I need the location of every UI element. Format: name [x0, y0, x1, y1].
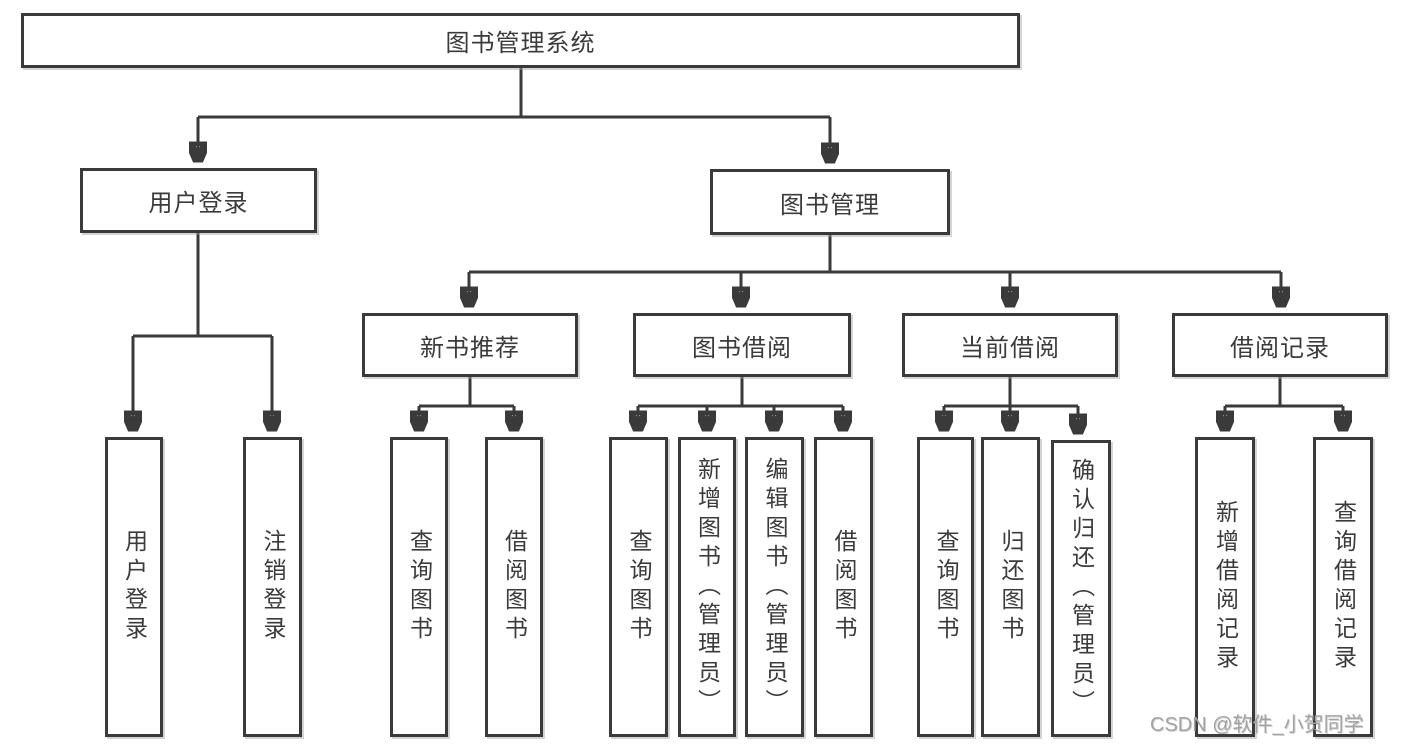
node-user-login: 用户登录 [80, 168, 317, 233]
leaf-return-books: 归还图书 [981, 437, 1040, 737]
leaf-add-borrow-record: 新增借阅记录 [1195, 437, 1255, 737]
leaf-label: 确认归还（管理员） [1068, 458, 1095, 719]
node-label: 当前借阅 [960, 334, 1060, 362]
leaf-label: 注销登录 [260, 529, 286, 645]
node-label: 图书管理 [780, 191, 880, 219]
leaf-label: 查询图书 [406, 529, 433, 645]
node-book-borrowing: 图书借阅 [633, 313, 851, 377]
leaf-confirm-return-admin: 确认归还（管理员） [1051, 440, 1111, 737]
node-root-label: 图书管理系统 [445, 30, 596, 57]
node-label: 图书借阅 [692, 334, 792, 362]
node-current-borrowing: 当前借阅 [902, 313, 1118, 377]
leaf-borrow-books-recommend: 借阅图书 [485, 437, 543, 737]
leaf-user-login: 用户登录 [105, 437, 163, 737]
leaf-add-book-admin: 新增图书（管理员） [678, 437, 736, 737]
leaf-query-books-current: 查询图书 [917, 437, 974, 737]
leaf-label: 用户登录 [121, 529, 148, 645]
leaf-label: 借阅图书 [501, 529, 528, 645]
node-label: 借阅记录 [1230, 334, 1330, 362]
node-book-management: 图书管理 [710, 169, 950, 235]
leaf-label: 新增借阅记录 [1212, 500, 1239, 674]
leaf-query-books-borrow: 查询图书 [609, 437, 668, 737]
node-new-book-recommend: 新书推荐 [362, 313, 578, 377]
csdn-watermark: CSDN @软件_小贺同学 [1150, 714, 1364, 736]
leaf-label: 归还图书 [998, 529, 1024, 645]
node-root-system: 图书管理系统 [21, 13, 1020, 68]
node-label: 新书推荐 [420, 334, 520, 362]
leaf-label: 查询图书 [626, 529, 652, 645]
leaf-edit-book-admin: 编辑图书（管理员） [745, 437, 804, 737]
node-borrowing-records: 借阅记录 [1172, 313, 1388, 377]
leaf-borrow-books: 借阅图书 [814, 437, 873, 737]
leaf-label: 新增图书（管理员） [694, 456, 721, 718]
node-label: 用户登录 [148, 190, 249, 217]
leaf-label: 借阅图书 [831, 529, 857, 645]
leaf-label: 查询图书 [933, 529, 959, 645]
leaf-label: 查询借阅记录 [1330, 500, 1357, 674]
leaf-label: 编辑图书（管理员） [762, 456, 788, 718]
leaf-query-borrow-record: 查询借阅记录 [1313, 437, 1373, 737]
leaf-query-books-recommend: 查询图书 [390, 437, 448, 737]
leaf-logout: 注销登录 [243, 437, 302, 737]
